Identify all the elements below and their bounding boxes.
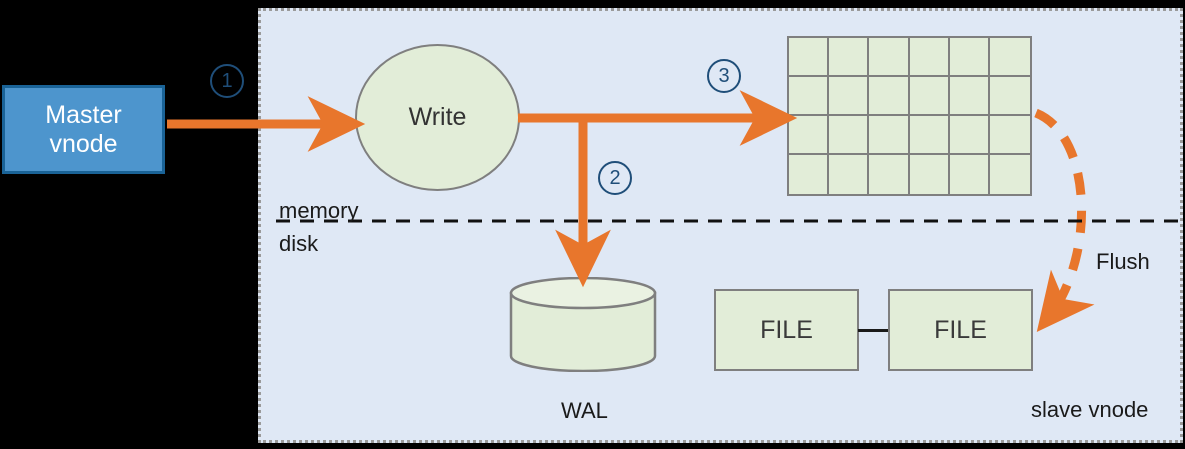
step-badge-1-label: 1 [221, 69, 233, 92]
wal-cylinder[interactable] [509, 276, 657, 373]
write-node-label: Write [408, 103, 467, 131]
memtable-cell [989, 116, 1030, 155]
master-vnode-label-line2: vnode [49, 129, 118, 158]
memtable-cell [829, 77, 870, 116]
disk-label: disk [279, 231, 319, 256]
step-badge-2-label: 2 [609, 166, 621, 189]
write-node[interactable]: Write [355, 44, 520, 191]
memtable-cell [909, 155, 950, 194]
file-box-1-label: FILE [760, 315, 813, 344]
memtable-cell [909, 38, 950, 77]
memtable-cell [989, 38, 1030, 77]
master-vnode-label-line1: Master [45, 100, 122, 129]
file-box-2-label: FILE [934, 315, 987, 344]
memory-label: memory [279, 198, 359, 223]
master-vnode-box[interactable]: Master vnode [2, 85, 165, 174]
memtable-cell [829, 155, 870, 194]
memtable-cell [869, 116, 910, 155]
memtable-cell [949, 116, 990, 155]
step-badge-2: 2 [598, 161, 632, 195]
memtable-cell [829, 116, 870, 155]
file-box-1[interactable]: FILE [714, 289, 859, 371]
memtable-cell [789, 155, 830, 194]
step-badge-1: 1 [210, 64, 244, 98]
memtable-cell [869, 155, 910, 194]
memtable-cell [909, 77, 950, 116]
wal-label: WAL [561, 398, 608, 423]
memtable-grid [787, 36, 1032, 196]
memtable-cell [869, 38, 910, 77]
memtable-cell [949, 38, 990, 77]
memtable-cell [869, 77, 910, 116]
file-box-2[interactable]: FILE [888, 289, 1033, 371]
memtable-cell [989, 77, 1030, 116]
flush-label: Flush [1096, 249, 1150, 274]
memtable-cell [909, 116, 950, 155]
memtable-cell [829, 38, 870, 77]
memtable-cell [949, 77, 990, 116]
file-connector-line [858, 329, 889, 332]
memtable-cell [949, 155, 990, 194]
memtable-cell [789, 116, 830, 155]
step-badge-3: 3 [707, 59, 741, 93]
slave-vnode-label: slave vnode [1031, 397, 1149, 422]
memtable-cell [789, 77, 830, 116]
step-badge-3-label: 3 [718, 64, 730, 87]
memtable-cell [789, 38, 830, 77]
wal-cylinder-icon [509, 276, 657, 373]
memtable-cell [989, 155, 1030, 194]
